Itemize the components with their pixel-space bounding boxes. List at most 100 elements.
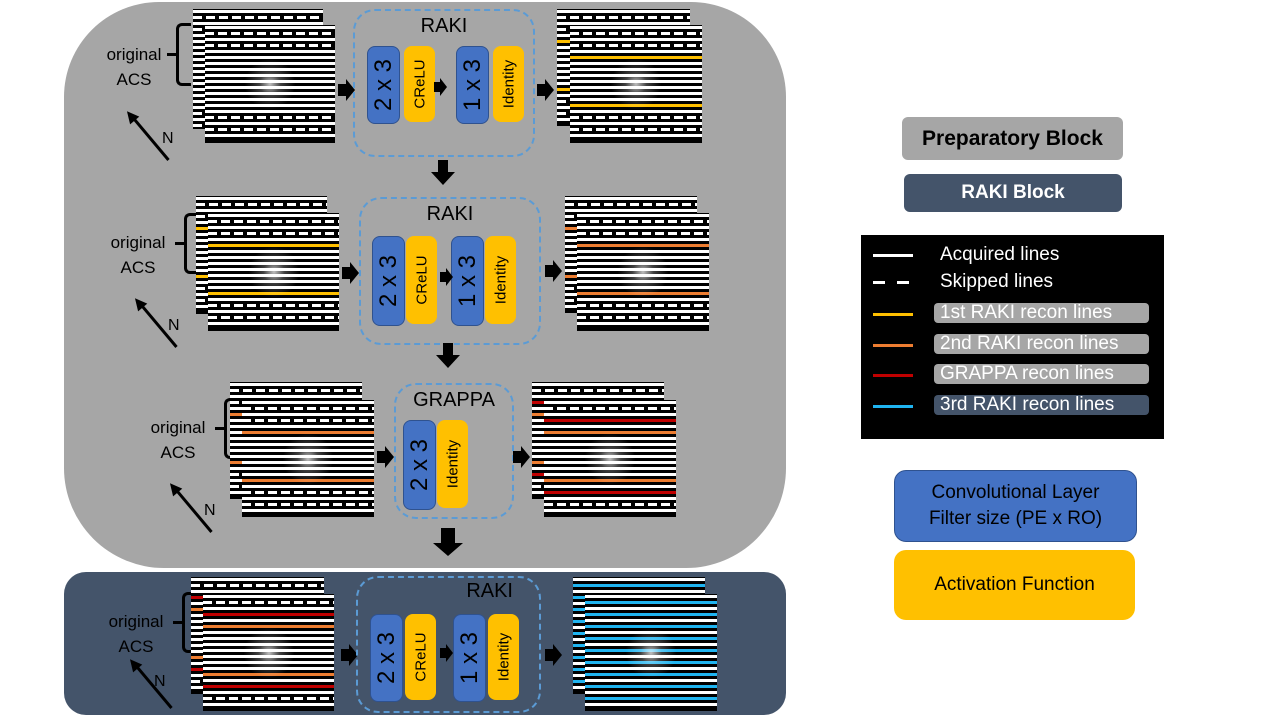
legend-preparatory-block: Preparatory Block xyxy=(902,117,1123,160)
acs-brace xyxy=(167,23,191,86)
acquired-line xyxy=(191,590,324,593)
conv-layer-3: 1 x 3 xyxy=(451,236,484,326)
acquired-line xyxy=(573,578,705,581)
original-label: original xyxy=(106,45,162,64)
legend-row: GRAPPA recon lines xyxy=(861,364,1164,386)
kspace-center-glow xyxy=(613,242,673,302)
output-kspace-front xyxy=(570,25,702,143)
arrow-head xyxy=(553,260,562,282)
acquired-line xyxy=(577,214,709,217)
acquired-line xyxy=(585,703,717,706)
acquired-line xyxy=(242,509,374,512)
skipped-line xyxy=(203,601,334,604)
acquired-line xyxy=(193,22,323,25)
filter-size-label: 2 x 3 xyxy=(405,438,433,492)
acs-label: ACS xyxy=(160,443,196,462)
acquired-line xyxy=(230,395,362,398)
activation-layer-4: Identity xyxy=(488,614,519,700)
acquired-line xyxy=(205,122,335,125)
arrow-head xyxy=(350,262,359,284)
acquired-line xyxy=(242,401,374,404)
acquired-line xyxy=(230,383,362,386)
kspace-center-glow xyxy=(278,428,338,489)
acquired-line xyxy=(577,322,709,325)
skipped-line xyxy=(193,16,323,19)
arrow-shaft xyxy=(513,451,522,463)
conv-layer-3: 1 x 3 xyxy=(453,614,486,702)
original-label: original xyxy=(150,418,206,437)
arrow-head xyxy=(446,644,453,662)
legend-row: 1st RAKI recon lines xyxy=(861,303,1164,325)
legend-line-label: GRAPPA recon lines xyxy=(934,364,1149,384)
skipped-line xyxy=(208,316,339,319)
arrow-shaft xyxy=(440,648,447,658)
skipped-line xyxy=(532,389,664,392)
legend-conv-layer-line1: Convolutional Layer xyxy=(931,482,1100,503)
acquired-line xyxy=(565,197,697,200)
activation-layer-2: CReLU xyxy=(405,614,436,700)
acquired-line xyxy=(570,122,702,125)
arrow-head xyxy=(545,79,554,101)
acquired-line xyxy=(544,497,676,500)
skipped-line xyxy=(208,304,339,307)
activation-label: Identity xyxy=(444,439,461,489)
conv-layer-1: 2 x 3 xyxy=(403,420,436,510)
acquired-line xyxy=(544,509,676,512)
acquired-line xyxy=(203,691,334,694)
output-kspace-front xyxy=(585,594,717,711)
skipped-line xyxy=(208,220,339,223)
legend-row: 3rd RAKI recon lines xyxy=(861,395,1164,417)
acquired-line xyxy=(205,26,335,29)
skipped-line xyxy=(196,203,327,206)
skipped-line xyxy=(577,232,709,235)
original-label: original xyxy=(108,612,164,631)
skipped-line xyxy=(205,128,335,131)
activation-label: CReLU xyxy=(411,59,428,109)
acquired-line xyxy=(570,50,702,53)
skipped-line xyxy=(570,32,702,35)
skipped-line xyxy=(230,389,362,392)
arrow-shaft xyxy=(434,82,441,92)
skipped-line xyxy=(570,116,702,119)
conv-layer-1: 2 x 3 xyxy=(367,46,400,124)
filter-size-label: 1 x 3 xyxy=(453,254,481,308)
third-raki-recon-line xyxy=(585,601,717,604)
arrow-head xyxy=(349,644,358,666)
arrow-shaft xyxy=(338,84,347,96)
activation-label: Identity xyxy=(495,632,512,682)
kspace-center-glow xyxy=(621,622,681,683)
acs-label: ACS xyxy=(116,70,152,89)
kspace-center-glow xyxy=(238,622,299,683)
acquired-line xyxy=(585,595,717,598)
skipped-line xyxy=(242,503,374,506)
acquired-line xyxy=(191,578,324,581)
skipped-line xyxy=(203,697,334,700)
conv-layer-3: 1 x 3 xyxy=(456,46,489,124)
legend-activation-function: Activation Function xyxy=(894,550,1135,620)
solid-line-swatch xyxy=(873,344,913,347)
acquired-line xyxy=(205,134,335,137)
filter-size-label: 2 x 3 xyxy=(369,58,397,112)
legend-activation-label: Activation Function xyxy=(934,574,1095,595)
acquired-line xyxy=(205,50,335,53)
acquired-line xyxy=(242,425,374,428)
legend-raki-block: RAKI Block xyxy=(904,174,1122,212)
filter-size-label: 2 x 3 xyxy=(372,631,400,685)
acs-brace xyxy=(173,592,197,653)
activation-layer-2: Identity xyxy=(437,420,468,508)
arrow-shaft xyxy=(341,649,350,661)
filter-size-label: 1 x 3 xyxy=(458,58,486,112)
acquired-line xyxy=(203,703,334,706)
acquired-line xyxy=(585,691,717,694)
acquired-line xyxy=(203,619,334,622)
legend-conv-layer-line2: Filter size (PE x RO) xyxy=(928,508,1103,529)
skipped-line xyxy=(544,407,676,410)
acquired-line xyxy=(196,209,327,212)
skipped-line xyxy=(577,304,709,307)
skipped-line xyxy=(544,503,676,506)
acquired-line xyxy=(208,238,339,241)
grappa-recon-line xyxy=(544,419,676,422)
